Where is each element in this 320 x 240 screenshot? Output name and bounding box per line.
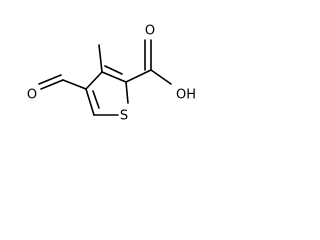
bond-c4-c3 [85,71,103,90]
bond-carboxyl-oh [150,69,172,85]
hydroxyl-label: OH [176,88,196,103]
sulfur-atom-label: S [120,109,128,123]
bond-c3-c2-inner [104,65,123,75]
bond-c3-c2 [101,71,127,83]
aldehyde-oxygen-label: O [27,88,37,103]
bond-c4-aldehyde [62,79,87,90]
bond-c3-methyl [98,44,103,73]
bond-c5-c4-inner [92,90,100,109]
carbonyl-oxygen-label: O [145,24,155,39]
bond-aldehyde-co-double [38,74,62,85]
chemical-structure-diagram: S O OH O [0,0,220,122]
bond-c2-s [125,81,129,104]
bond-c2-carboxyl [125,69,152,83]
bond-c5-c4 [85,88,95,116]
bond-aldehyde-co [40,79,64,90]
